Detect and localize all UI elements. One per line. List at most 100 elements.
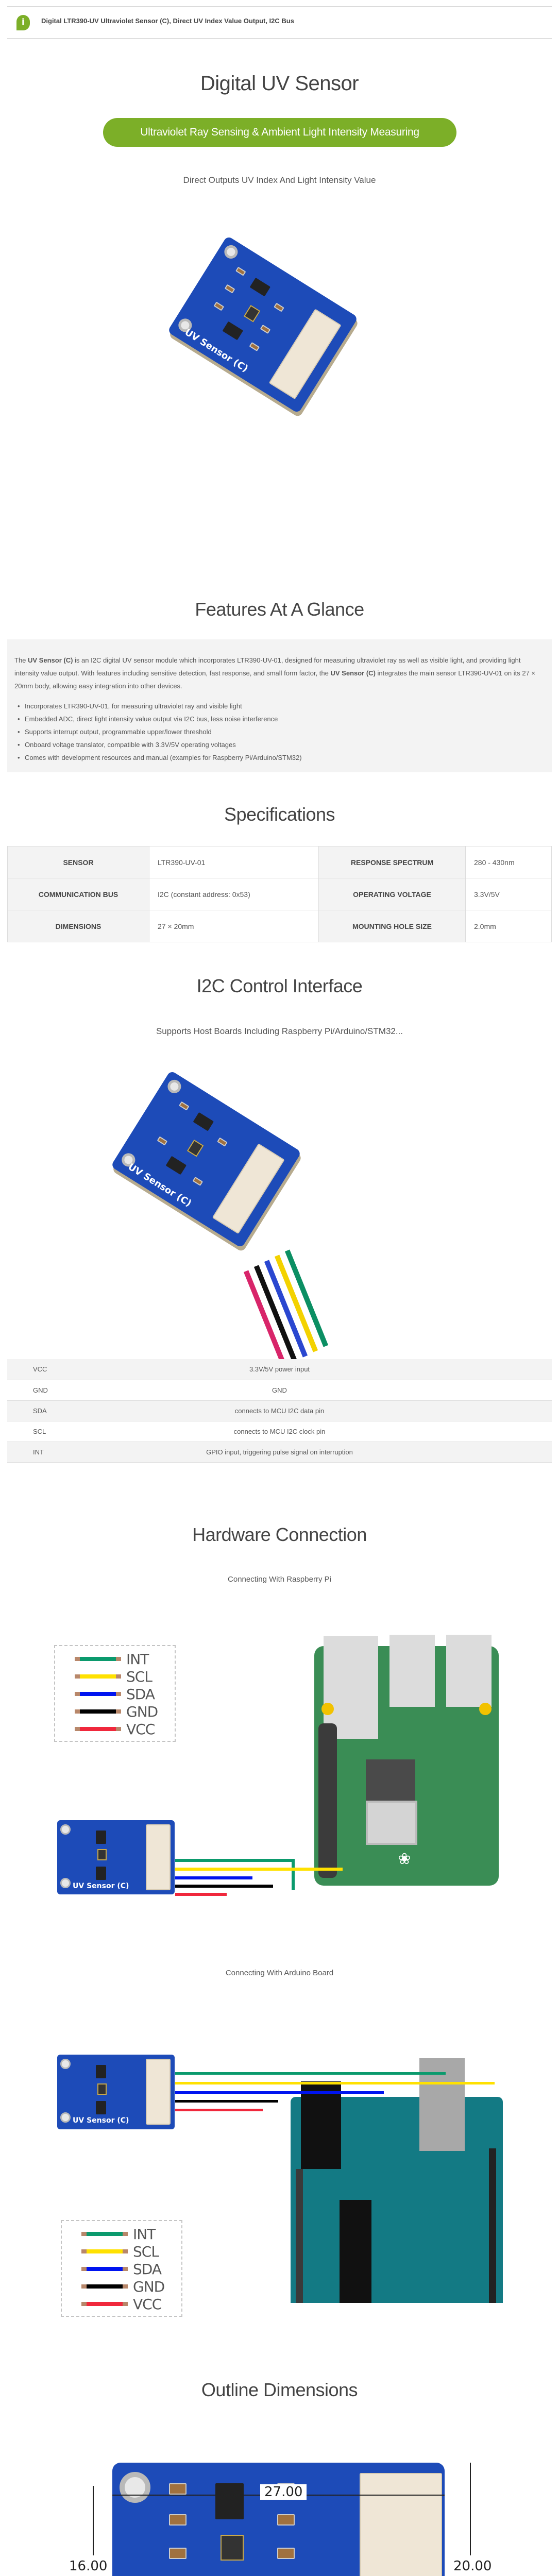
wire-int	[292, 1859, 295, 1890]
dimension-width: 27.00	[260, 2484, 307, 2500]
spec-key: DIMENSIONS	[7, 910, 149, 942]
features-list: Incorporates LTR390-UV-01, for measuring…	[14, 700, 545, 764]
wire-sda	[175, 2091, 384, 2094]
atmega-chip	[340, 2200, 371, 2303]
features-box: The UV Sensor (C) is an I2C digital UV s…	[7, 639, 552, 772]
spec-key: SENSOR	[7, 846, 149, 878]
outline-board: UV Sensor (C)	[112, 2463, 445, 2576]
wire-gnd	[175, 2100, 278, 2103]
product-header-bar: i Digital LTR390-UV Ultraviolet Sensor (…	[7, 6, 552, 39]
pin-description: connects to MCU I2C data pin	[95, 1400, 552, 1421]
legend-item: GND	[75, 1703, 158, 1720]
pin-name: SDA	[7, 1400, 95, 1421]
wire-scl	[175, 1868, 343, 1871]
arduino-subtitle: Connecting With Arduino Board	[225, 1969, 334, 1977]
specifications-table: SENSOR LTR390-UV-01 RESPONSE SPECTRUM 28…	[7, 846, 552, 942]
feature-item: Supports interrupt output, programmable …	[14, 725, 545, 738]
usb-port	[446, 1635, 492, 1707]
i2c-title: I2C Control Interface	[196, 975, 363, 996]
spec-key: OPERATING VOLTAGE	[318, 878, 466, 910]
wire-swatch	[81, 2232, 128, 2236]
wire-swatch	[81, 2267, 128, 2271]
hero-subtitle: Direct Outputs UV Index And Light Intens…	[183, 175, 376, 185]
spec-value: 3.3V/5V	[465, 878, 552, 910]
wire-swatch	[81, 2302, 128, 2306]
dimension-line-height	[470, 2463, 471, 2576]
wire-legend-arduino: INT SCL SDA GND VCC	[61, 2220, 182, 2317]
legend-item: SDA	[75, 1686, 155, 1703]
digital-header	[489, 2148, 496, 2303]
raspberry-pi-board: ❀	[314, 1635, 499, 1886]
pin-description: GPIO input, triggering pulse signal on i…	[95, 1442, 552, 1463]
wire-swatch	[75, 1674, 121, 1679]
rpi-sensor-board: UV Sensor (C)	[57, 1820, 175, 1894]
spec-row: COMMUNICATION BUS I2C (constant address:…	[7, 878, 552, 910]
wire-vcc	[175, 1893, 227, 1896]
spec-value: 2.0mm	[465, 910, 552, 942]
spec-key: RESPONSE SPECTRUM	[318, 846, 466, 878]
feature-item: Onboard voltage translator, compatible w…	[14, 738, 545, 751]
legend-item: VCC	[75, 1721, 155, 1738]
raspberry-logo-icon: ❀	[398, 1851, 411, 1868]
power-jack	[301, 2081, 341, 2169]
legend-item: SCL	[81, 2243, 159, 2260]
wire-int	[175, 2072, 446, 2075]
hardware-title: Hardware Connection	[192, 1524, 367, 1545]
pin-name: VCC	[7, 1359, 95, 1380]
mount-hole	[479, 1703, 492, 1715]
wire-swatch	[75, 1727, 121, 1731]
mount-hole	[321, 1703, 334, 1715]
wire-swatch	[81, 2249, 128, 2253]
dimension-line-hole-spacing	[93, 2486, 94, 2576]
feature-item: Embedded ADC, direct light intensity val…	[14, 713, 545, 725]
spec-key: MOUNTING HOLE SIZE	[318, 910, 466, 942]
pin-name: INT	[7, 1442, 95, 1463]
arduino-board	[291, 2058, 503, 2303]
wire-swatch	[75, 1692, 121, 1696]
wire-sda	[175, 1876, 252, 1879]
pin-name: GND	[7, 1380, 95, 1401]
gpio-header	[318, 1723, 337, 1878]
feature-item: Incorporates LTR390-UV-01, for measuring…	[14, 700, 545, 713]
legend-item: SDA	[81, 2261, 162, 2278]
spec-value: 280 - 430nm	[465, 846, 552, 878]
i2c-product-image: UV Sensor (C)	[82, 1061, 453, 1368]
pin-description: GND	[95, 1380, 552, 1401]
legend-item: INT	[81, 2226, 156, 2243]
feature-item: Comes with development resources and man…	[14, 751, 545, 764]
hero-product-image: UV Sensor (C)	[124, 235, 433, 443]
product-title: Digital LTR390-UV Ultraviolet Sensor (C)…	[41, 17, 294, 25]
legend-item: SCL	[75, 1668, 153, 1685]
wire-swatch	[81, 2284, 128, 2289]
wire-scl	[175, 2082, 495, 2084]
spec-value: 27 × 20mm	[149, 910, 319, 942]
wire-vcc	[175, 2109, 263, 2111]
hero-tagline-pill: Ultraviolet Ray Sensing & Ambient Light …	[103, 118, 456, 147]
pin-description: connects to MCU I2C clock pin	[95, 1421, 552, 1442]
pin-description: 3.3V/5V power input	[95, 1359, 552, 1380]
specifications-title: Specifications	[224, 804, 335, 825]
spec-row: SENSOR LTR390-UV-01 RESPONSE SPECTRUM 28…	[7, 846, 552, 878]
wire-gnd	[175, 1885, 273, 1888]
legend-item: GND	[81, 2278, 165, 2295]
wire-legend-rpi: INT SCL SDA GND VCC	[54, 1645, 176, 1742]
wire-swatch	[75, 1709, 121, 1714]
spec-row: DIMENSIONS 27 × 20mm MOUNTING HOLE SIZE …	[7, 910, 552, 942]
features-intro: The UV Sensor (C) is an I2C digital UV s…	[14, 656, 536, 690]
spec-key: COMMUNICATION BUS	[7, 878, 149, 910]
dimension-hole-spacing: 16.00	[69, 2555, 108, 2576]
legend-item: INT	[75, 1651, 149, 1668]
hero-title: Digital UV Sensor	[200, 72, 359, 95]
dimension-height: 20.00	[453, 2555, 492, 2576]
arduino-sensor-board: UV Sensor (C)	[57, 2055, 175, 2129]
usb-port	[389, 1635, 435, 1707]
spec-value: LTR390-UV-01	[149, 846, 319, 878]
power-header	[296, 2169, 303, 2303]
features-title: Features At A Glance	[195, 599, 364, 620]
